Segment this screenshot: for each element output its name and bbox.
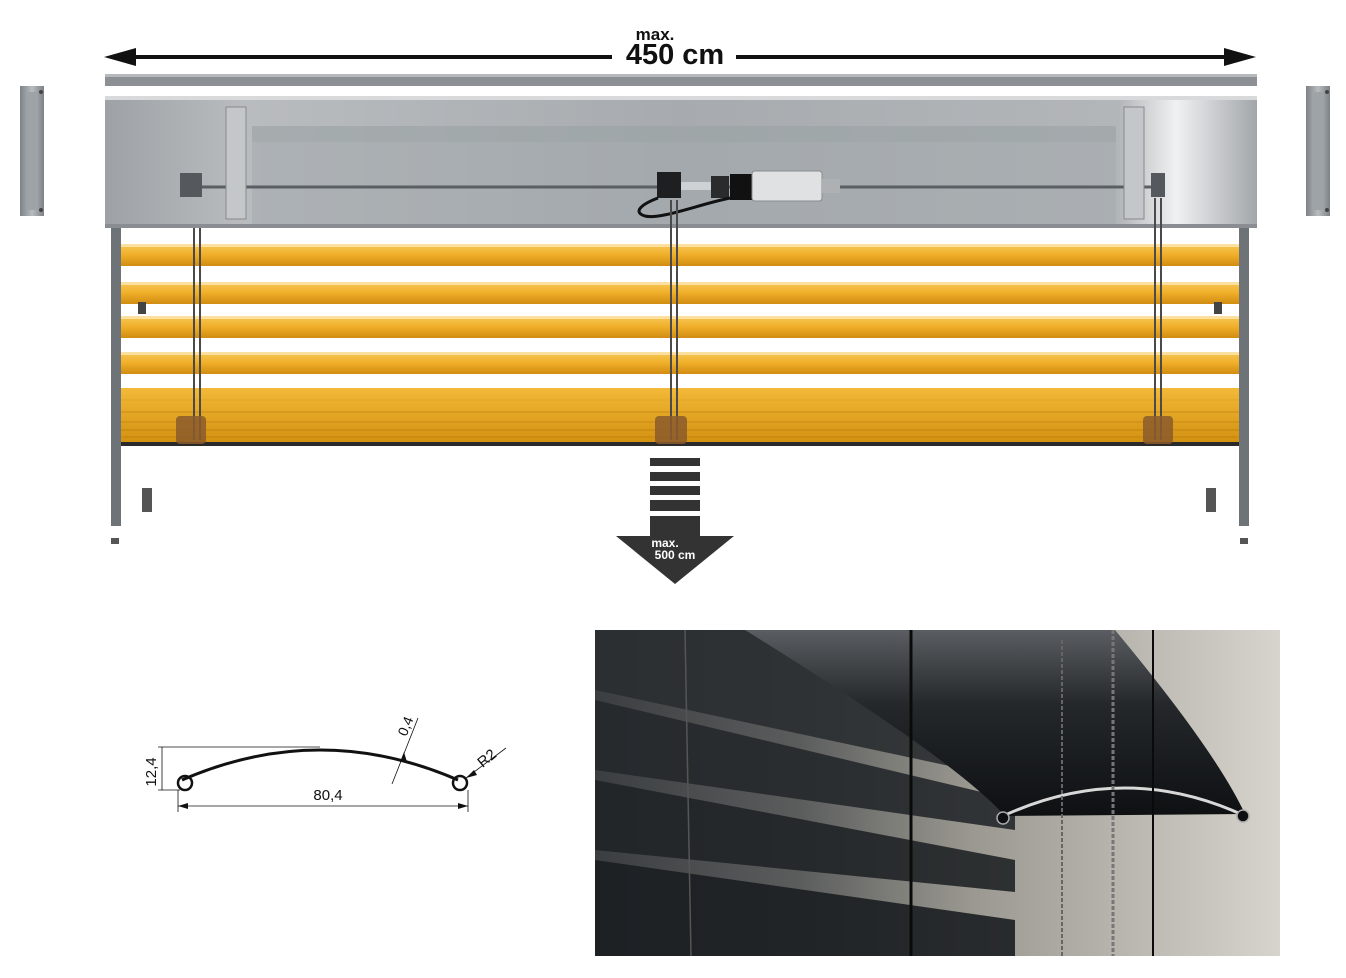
cord-stacks: [176, 416, 1173, 444]
motor-unit: [637, 170, 840, 219]
right-floor-clip: [1206, 488, 1216, 512]
blind-overview-diagram: max. 450 cm: [20, 25, 1330, 584]
profile-height-label: 12,4: [143, 757, 160, 786]
slat-closeup-photo: [595, 630, 1280, 956]
width-value-label: 450 cm: [626, 39, 724, 71]
width-prefix-label: max.: [636, 25, 675, 44]
slat-set: [121, 244, 1239, 446]
profile-radius-label: R2: [474, 746, 500, 771]
drop-value-label: 500 cm: [655, 548, 696, 562]
left-wall-bracket: [20, 86, 44, 216]
drop-dimension-arrow: [616, 458, 734, 584]
width-dimension-arrow: [104, 48, 1256, 66]
right-guide-post: [1239, 228, 1249, 526]
left-guide-post: [111, 228, 121, 526]
drop-prefix-label: max.: [651, 536, 678, 550]
right-wall-bracket: [1306, 86, 1330, 216]
profile-thickness-label: 0,4: [394, 714, 416, 738]
profile-width-label: 80,4: [313, 787, 342, 804]
slat-profile-drawing: 12,4 80,4 0,4 R2: [143, 714, 507, 812]
head-box: [105, 96, 1257, 228]
left-floor-clip: [142, 488, 152, 512]
ladder-cords: [193, 198, 1162, 440]
